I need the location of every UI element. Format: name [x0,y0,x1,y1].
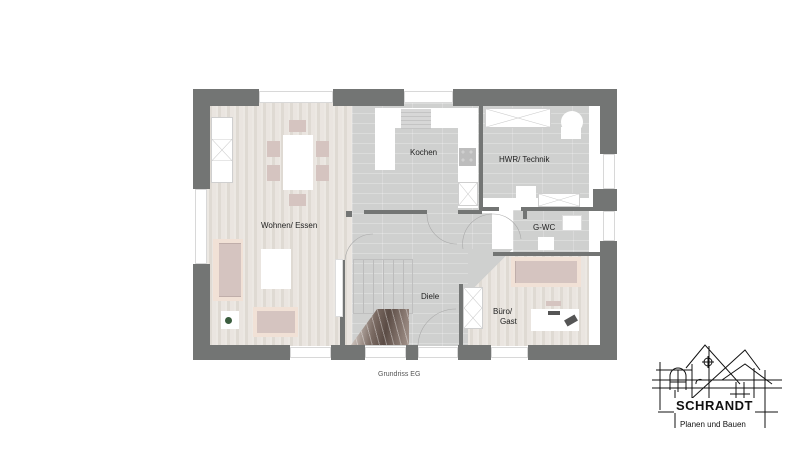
room-label-office-1: Büro/ [493,307,513,316]
sofa-bottom-cushions [257,311,295,333]
washing-machine [516,186,536,206]
wc-toilet [538,237,554,250]
chair [316,141,329,157]
room-label-hwr: HWR/ Technik [499,155,550,164]
chair [316,165,329,181]
wc-washbasin [562,215,582,231]
chair [289,120,306,132]
chair [289,194,306,206]
plant-icon [225,317,232,324]
wall-bottom-right [528,345,617,360]
wall-bottom-mid2 [406,345,418,360]
company-logo: SCHRANDT Planen und Bauen [650,340,785,440]
window-top-living [259,91,333,103]
room-label-kitchen: Kochen [410,148,438,157]
wall-left-top [193,89,210,189]
wall-living-post [346,211,352,217]
window-right-wc [603,211,615,241]
house-sketch-icon [652,344,782,428]
wall-wc-left [523,209,527,219]
wall-bottom-mid3 [458,345,491,360]
wall-kitchen-bottom-b [458,210,482,214]
room-label-living: Wohnen/ Essen [261,221,318,230]
hwr-shelf [485,108,551,128]
wall-top-right [453,89,617,106]
hwr-counter [538,193,580,207]
wall-right-top [600,89,617,154]
wall-kitchen-hwr [479,106,483,211]
window-left-living [195,189,207,264]
window-bottom-living [290,347,331,358]
wall-office-left [459,284,463,346]
chair [267,165,280,181]
stove-icon [459,148,476,166]
coffee-table [261,249,291,289]
logo-tagline: Planen und Bauen [680,420,746,429]
office-bed-cushions [515,261,577,283]
staircase-upper [353,259,413,314]
window-bottom-office [491,347,528,358]
wall-kitchen-bottom-a [364,210,427,214]
window-right-hwr [603,154,615,189]
sofa-left-cushions [219,243,241,297]
tv-board [335,259,343,317]
room-label-hall: Diele [421,292,440,301]
room-label-wc: G-WC [533,223,556,232]
floor-plan: Wohnen/ Essen Kochen HWR/ Technik G-WC D… [193,89,617,360]
door-swings [344,213,522,346]
wall-bottom-left [193,345,290,360]
dining-table [283,135,313,190]
wall-bottom-mid1 [331,345,365,360]
plan-caption: Grundriss EG [378,371,421,378]
window-bottom-door [418,347,458,358]
office-wardrobe [463,287,483,329]
sink-icon [401,109,431,129]
office-chair [546,301,561,306]
wall-right-bottom [600,241,617,360]
wall-left-bottom [193,264,210,360]
wall-wc-office [493,252,601,256]
laptop-icon [548,311,560,315]
window-bottom-stairs [365,347,406,358]
fridge [458,182,478,206]
wall-hwr-bottom [479,207,499,211]
cabinet-living [211,117,233,183]
boiler-base [561,127,581,139]
chair [267,141,280,157]
room-label-office-2: Gast [500,317,517,326]
logo-company-name: SCHRANDT [674,398,755,413]
wall-top-mid [333,89,404,106]
wall-right-mid [593,189,617,211]
window-top-kitchen [404,91,453,103]
wall-hwr-wc [521,207,601,211]
